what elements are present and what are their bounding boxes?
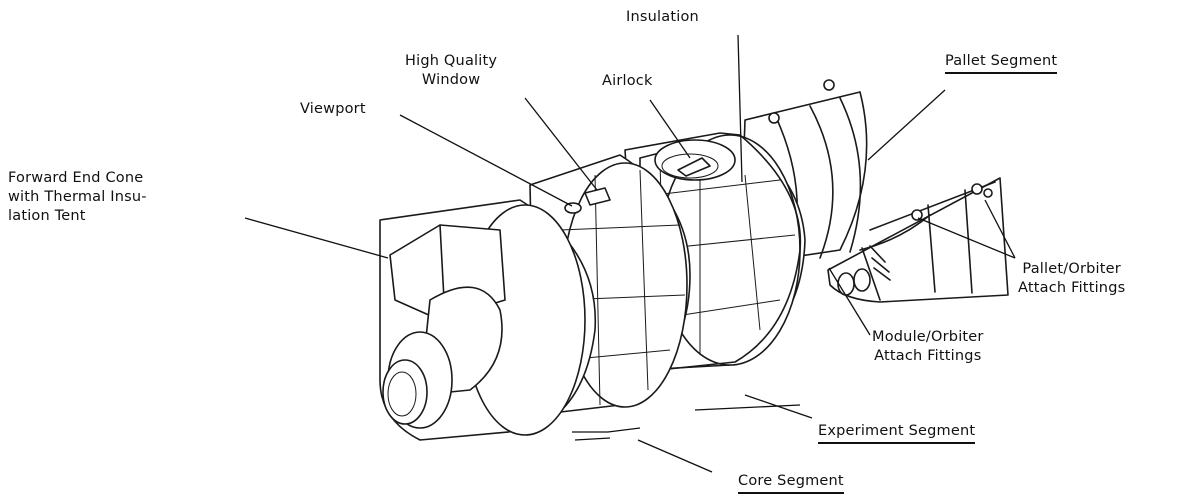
forward-end-cone-drawing	[379, 199, 597, 441]
leader-lines	[244, 34, 1016, 473]
label-experiment-segment: Experiment Segment	[818, 422, 976, 444]
label-pallet-orbiter-attach-fittings: Pallet/Orbiter Attach Fittings	[1018, 260, 1125, 298]
label-high-quality-window-line2: Window	[421, 72, 481, 88]
label-insulation: Insulation	[626, 9, 699, 25]
label-pallet-orbiter-line2: Attach Fittings	[1018, 280, 1126, 296]
label-pallet-segment: Pallet Segment	[945, 52, 1058, 74]
label-module-orbiter-line1: Module/Orbiter	[872, 329, 984, 345]
label-viewport: Viewport	[300, 101, 366, 117]
label-module-orbiter-line2: Attach Fittings	[874, 348, 982, 364]
label-airlock: Airlock	[602, 73, 653, 89]
label-pallet-orbiter-line1: Pallet/Orbiter	[1022, 261, 1121, 277]
label-high-quality-window: High Quality Window	[405, 52, 497, 90]
label-forward-end-cone-line2: with Thermal Insu-	[8, 189, 147, 205]
label-forward-end-cone-line3: lation Tent	[8, 208, 86, 224]
label-high-quality-window-line1: High Quality	[405, 53, 498, 69]
label-core-segment: Core Segment	[738, 472, 844, 494]
label-forward-end-cone-line1: Forward End Cone	[8, 170, 144, 186]
label-module-orbiter-attach-fittings: Module/Orbiter Attach Fittings	[872, 328, 984, 366]
label-forward-end-cone: Forward End Cone with Thermal Insu- lati…	[8, 169, 147, 226]
